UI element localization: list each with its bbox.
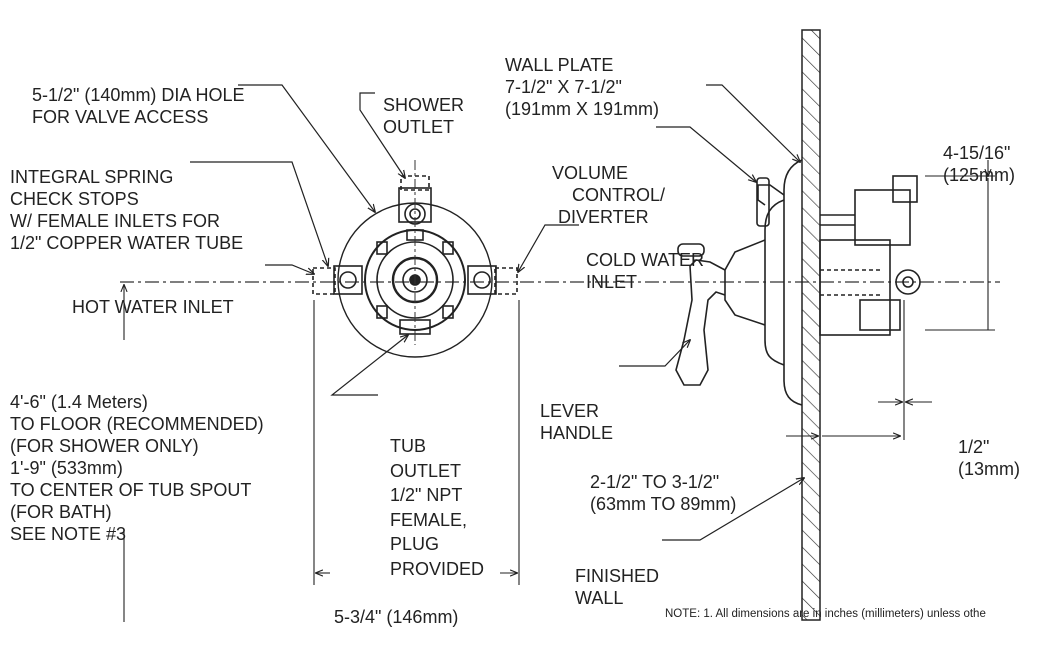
label-depth-dimension: 4-15/16"(125mm): [943, 143, 1016, 185]
label-width-dimension: 5-3/4" (146mm): [334, 607, 459, 627]
label-floor-dimension: 4'-6" (1.4 Meters)TO FLOOR (RECOMMENDED)…: [10, 392, 264, 544]
finished-wall: [801, 29, 821, 621]
label-half-inch: 1/2"(13mm): [958, 437, 1020, 479]
footnote: NOTE: 1. All dimensions are in inches (m…: [665, 608, 986, 620]
valve-side-view: [675, 159, 921, 406]
dimension-lines: [124, 160, 995, 622]
leader-lines: [190, 84, 804, 541]
label-hot-inlet: HOT WATER INLET: [72, 297, 234, 317]
label-rough-dimension: 2-1/2" TO 3-1/2"(63mm TO 89mm): [590, 472, 737, 514]
valve-rough-in-diagram: [120, 29, 1000, 622]
